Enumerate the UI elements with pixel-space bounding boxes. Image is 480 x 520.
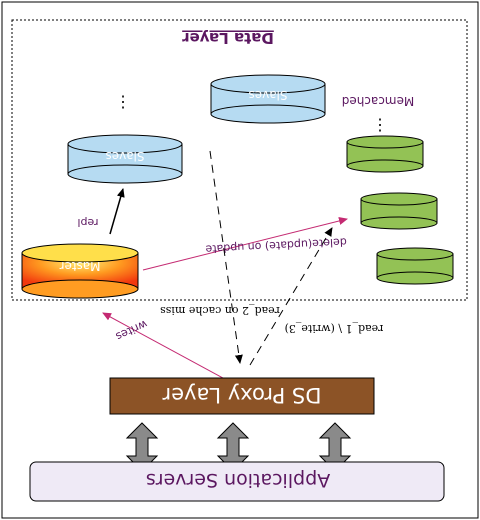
application-servers-box: Application Servers — [29, 461, 445, 502]
slaves-db-lower: Slaves — [67, 134, 183, 184]
read1-label: read_1 \ (write_3) — [285, 322, 384, 335]
slaves-label-top: Slaves — [248, 88, 287, 102]
read1-arrow — [249, 227, 333, 366]
read2-label: read_2 on cache miss — [160, 304, 280, 317]
writes-arrow — [102, 312, 235, 385]
proxy-label: DS Proxy Layer — [162, 383, 321, 407]
master-label: Master — [59, 259, 100, 273]
slaves-db-top: Slaves — [210, 74, 326, 124]
slaves-ellipsis-top: ⋮ — [115, 93, 131, 112]
memcached-node-3 — [376, 247, 454, 285]
memcached-node-2 — [360, 192, 438, 230]
data-layer-title: Data Layer — [182, 29, 274, 47]
proxy-layer-box: DS Proxy Layer — [109, 377, 375, 415]
memcached-node-1 — [346, 135, 424, 173]
repl-label: repl — [77, 216, 98, 229]
data-layer-box — [11, 19, 468, 301]
rotated-diagram: Data Layer Slaves ⋮ Slaves Memcached ⋮ — [21, 29, 454, 502]
master-db: Master — [21, 243, 139, 299]
app-servers-label: Application Servers — [146, 469, 330, 491]
delete-update-arrow — [142, 217, 348, 271]
read2-arrow — [209, 150, 243, 364]
slaves-label-lower: Slaves — [105, 149, 144, 163]
repl-arrow — [109, 188, 125, 235]
memcached-label: Memcached — [342, 94, 415, 108]
memcached-ellipsis: ⋮ — [372, 116, 388, 135]
